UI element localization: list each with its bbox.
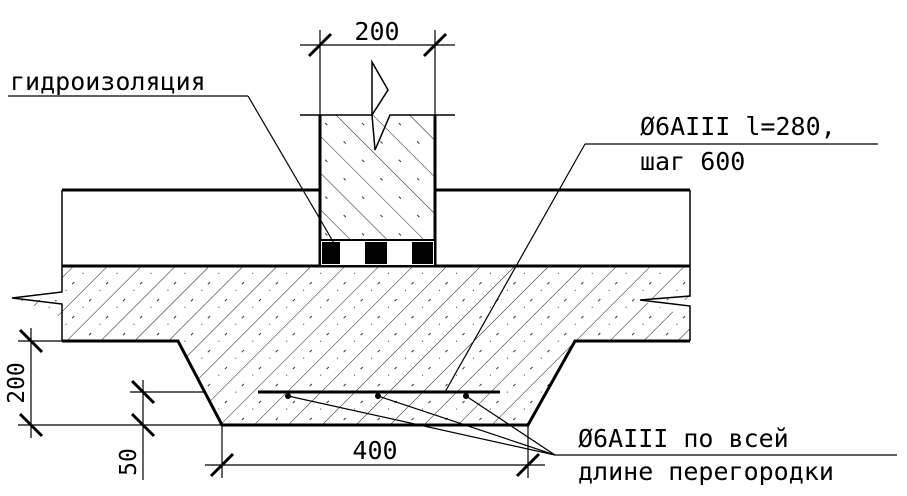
- waterproofing-strip: [319, 239, 436, 267]
- callout-rebar-spec-line2: шаг 600: [640, 147, 745, 176]
- dimension-label-bottom-offset: 50: [116, 448, 142, 476]
- callout-waterproofing: гидроизоляция: [8, 67, 339, 251]
- callout-rebar-full-line2: длине перегородки: [578, 457, 834, 486]
- callout-rebar-spec: Ø6AIII l=280, шаг 600: [444, 112, 878, 393]
- dimension-bottom-400: 400: [205, 425, 545, 478]
- callout-waterproofing-label: гидроизоляция: [10, 67, 206, 96]
- dimension-label-partition-width: 200: [354, 17, 399, 46]
- callout-rebar-spec-line1: Ø6AIII l=280,: [640, 112, 836, 141]
- callout-rebar-full: Ø6AIII по всей длине перегородки: [287, 395, 897, 486]
- dimension-left-200: 200: [4, 328, 222, 438]
- dimension-label-thickening-depth: 200: [4, 362, 30, 404]
- screed-layer: [61, 188, 691, 266]
- dimension-label-strip-width: 400: [352, 436, 397, 465]
- concrete-slab: [11, 264, 691, 427]
- callout-rebar-full-line1: Ø6AIII по всей: [578, 424, 789, 453]
- partition-wall: [300, 59, 455, 266]
- dimension-50: 50: [116, 379, 205, 480]
- dimension-top-200: 200: [300, 17, 455, 115]
